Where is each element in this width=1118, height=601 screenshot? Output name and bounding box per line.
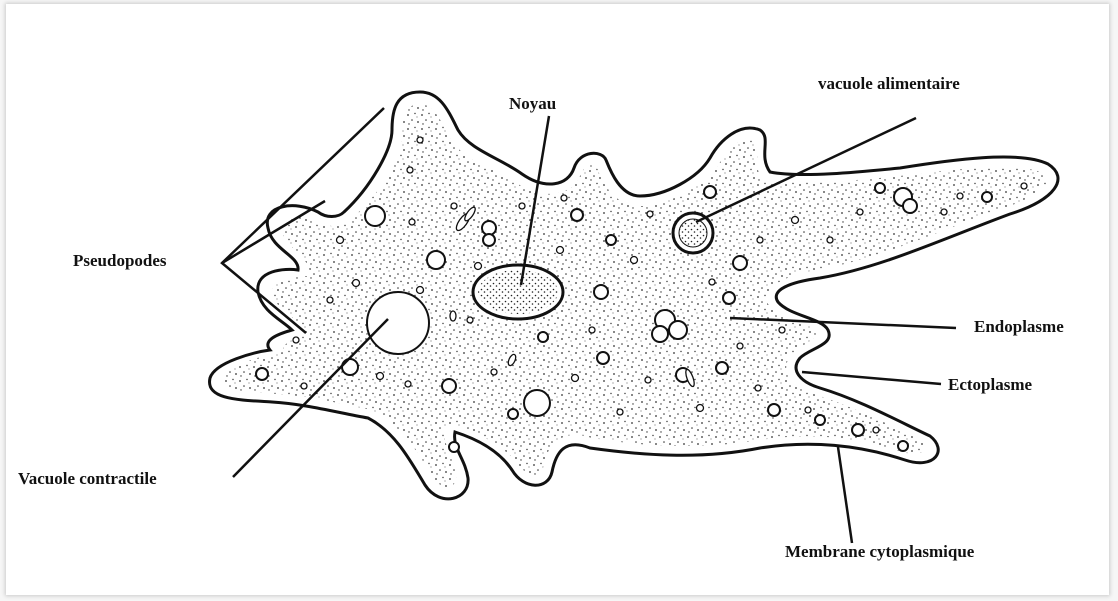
leader-ectoplasme [802,372,941,384]
label-vacuole-alimentaire: vacuole alimentaire [818,74,960,93]
label-pseudopodes: Pseudopodes [73,251,167,270]
nucleus [473,265,563,319]
leader-membrane-cytoplasmique [838,447,852,543]
endoplasm-region [224,104,1047,487]
label-endoplasme: Endoplasme [974,317,1064,336]
label-membrane-cytoplasmique: Membrane cytoplasmique [785,542,975,561]
contractile-vacuole [367,292,429,354]
label-noyau: Noyau [509,94,556,113]
label-vacuole-contractile: Vacuole contractile [18,469,157,488]
food-vacuole [673,213,713,253]
label-ectoplasme: Ectoplasme [948,375,1033,394]
